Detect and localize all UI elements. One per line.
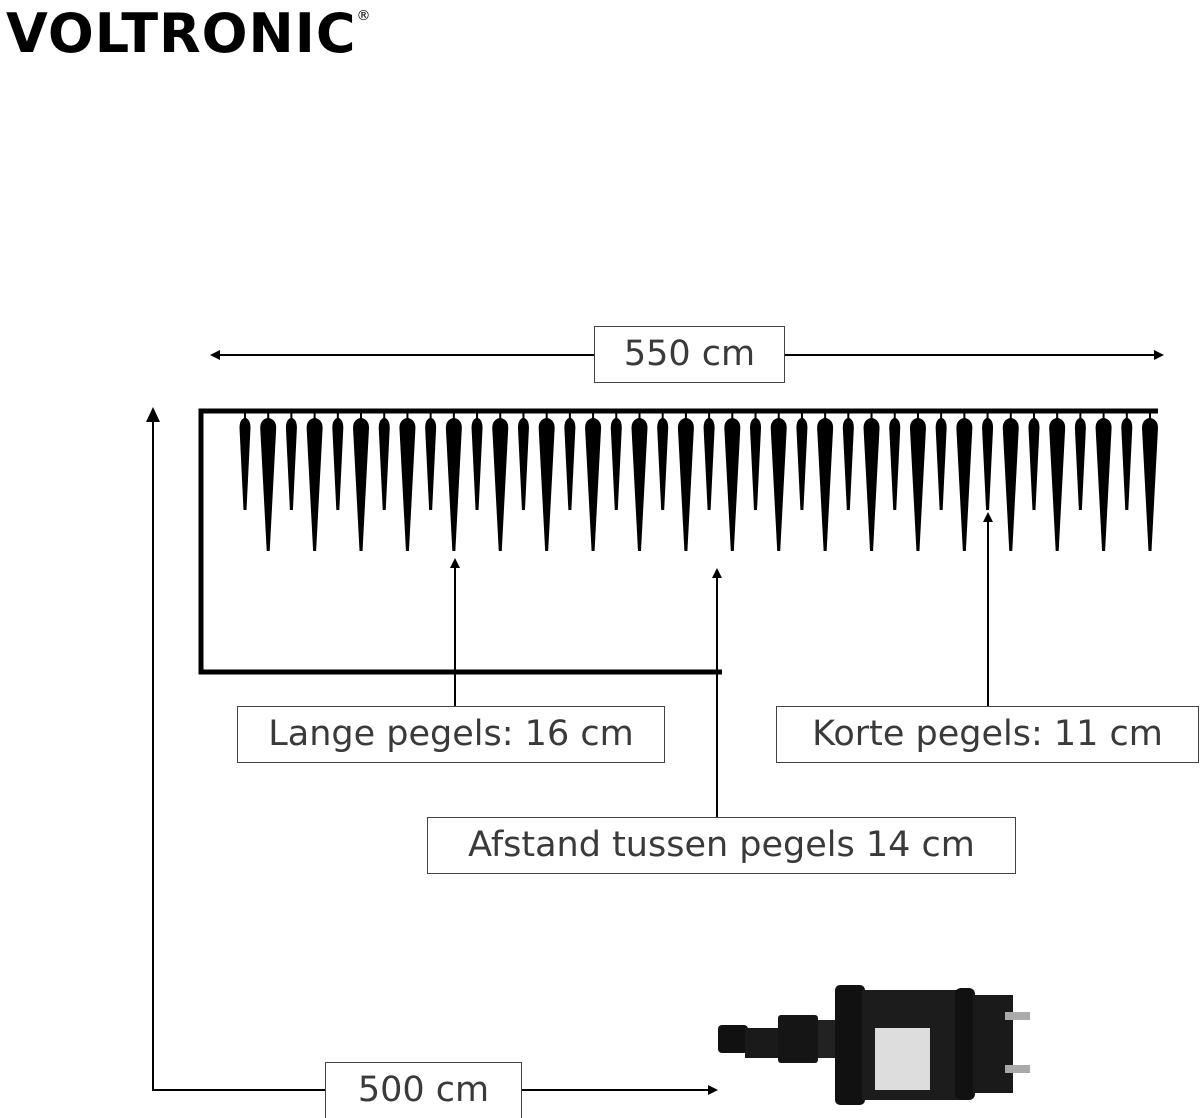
long-icicle bbox=[1002, 411, 1019, 551]
long-icicle bbox=[306, 411, 323, 551]
short-icicle bbox=[471, 411, 483, 510]
long-icicle bbox=[445, 411, 462, 551]
long-icicles-label: Lange pegels: 16 cm bbox=[237, 706, 665, 763]
short-icicle bbox=[703, 411, 715, 510]
long-icicle bbox=[724, 411, 741, 551]
short-icicle bbox=[564, 411, 576, 510]
short-icicle bbox=[982, 411, 994, 510]
short-icicle bbox=[332, 411, 344, 510]
short-icicle bbox=[657, 411, 669, 510]
light-wire bbox=[198, 408, 1158, 675]
long-icicle bbox=[1049, 411, 1066, 551]
long-icicle bbox=[585, 411, 602, 551]
long-icicle bbox=[492, 411, 509, 551]
short-icicle bbox=[239, 411, 251, 510]
long-icicle bbox=[863, 411, 880, 551]
long-icicle bbox=[260, 411, 277, 551]
power-adapter-icon bbox=[718, 985, 1030, 1105]
long-icicle bbox=[956, 411, 973, 551]
long-icicle bbox=[817, 411, 834, 551]
long-icicle bbox=[770, 411, 787, 551]
short-icicle bbox=[935, 411, 947, 510]
short-icicle bbox=[1121, 411, 1133, 510]
short-icicle bbox=[1074, 411, 1086, 510]
short-icicles-label: Korte pegels: 11 cm bbox=[776, 706, 1199, 763]
long-icicle bbox=[538, 411, 555, 551]
long-icicle bbox=[399, 411, 416, 551]
long-icicle bbox=[677, 411, 694, 551]
short-icicle bbox=[425, 411, 437, 510]
icicles-group bbox=[239, 411, 1158, 551]
short-icicle bbox=[517, 411, 529, 510]
short-icicle bbox=[842, 411, 854, 510]
brand-name: VOLTRONIC bbox=[6, 2, 357, 65]
short-icicle bbox=[378, 411, 390, 510]
spacing-label: Afstand tussen pegels 14 cm bbox=[427, 817, 1016, 874]
short-icicle bbox=[750, 411, 762, 510]
brand-logo: VOLTRONIC® bbox=[6, 2, 371, 65]
short-icicle bbox=[1028, 411, 1040, 510]
short-icicle bbox=[285, 411, 297, 510]
short-icicle bbox=[796, 411, 808, 510]
long-icicle bbox=[909, 411, 926, 551]
registered-mark: ® bbox=[356, 8, 372, 24]
total-width-label: 550 cm bbox=[594, 326, 785, 383]
long-icicle bbox=[353, 411, 370, 551]
short-icicle bbox=[610, 411, 622, 510]
lead-cable-arrow bbox=[152, 420, 718, 1095]
long-icicle bbox=[631, 411, 648, 551]
long-icicle bbox=[1142, 411, 1158, 551]
short-icicle bbox=[889, 411, 901, 510]
lead-arrow-up bbox=[146, 407, 160, 422]
lead-cable-label: 500 cm bbox=[325, 1062, 522, 1118]
long-icicle bbox=[1095, 411, 1112, 551]
